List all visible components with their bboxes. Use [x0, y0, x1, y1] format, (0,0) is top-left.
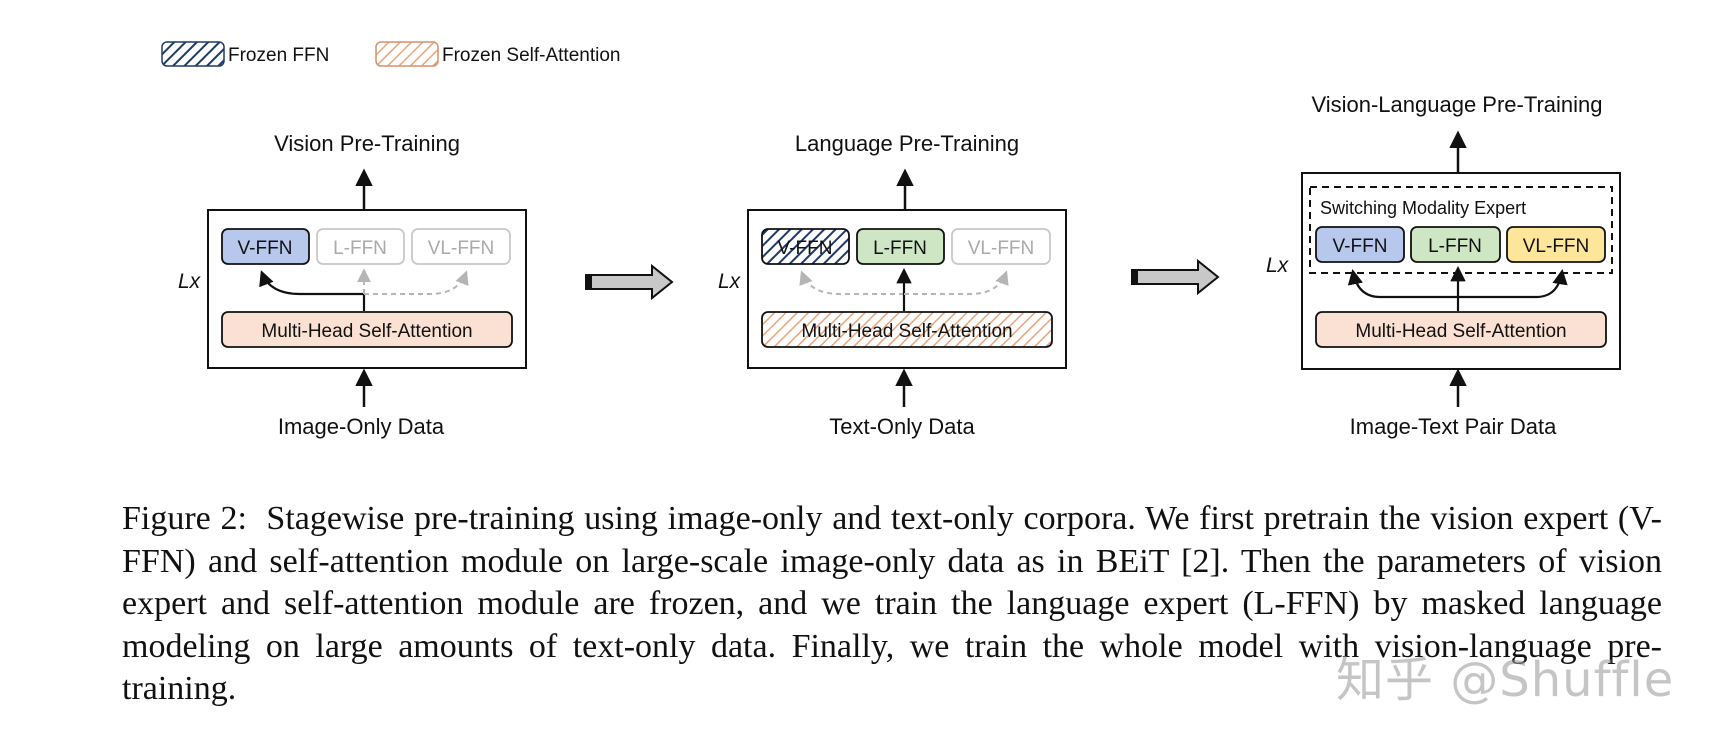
l-ffn-label: L-FFN	[873, 238, 927, 259]
vl-ffn-expert	[411, 228, 511, 265]
l-ffn-label: L-FFN	[1428, 236, 1482, 257]
layer-repeat-label: Lx	[1266, 254, 1290, 277]
route-arrow-vl-ffn	[904, 270, 1009, 295]
v-ffn-expert	[221, 228, 310, 265]
legend-attn-label: Frozen Self-Attention	[442, 45, 620, 66]
l-ffn-expert	[1410, 226, 1501, 263]
self-attention-block	[1315, 311, 1607, 348]
self-attention-block	[221, 311, 513, 348]
self-attention-label: Multi-Head Self-Attention	[1355, 321, 1566, 342]
caption-text: Stagewise pre-training using image-only …	[122, 500, 1662, 707]
route-arrow-v-ffn	[799, 270, 904, 295]
vl-ffn-label: VL-FFN	[968, 238, 1035, 259]
v-ffn-label: V-FFN	[238, 238, 293, 259]
self-attention-label: Multi-Head Self-Attention	[261, 321, 472, 342]
vl-ffn-label: VL-FFN	[1523, 236, 1590, 257]
panel-title: Vision Pre-Training	[274, 131, 460, 156]
l-ffn-expert	[856, 228, 945, 265]
input-label: Image-Only Data	[278, 414, 445, 439]
vl-ffn-expert	[1506, 226, 1606, 263]
vl-ffn-label: VL-FFN	[428, 238, 495, 259]
route-arrow-vl-ffn	[364, 270, 469, 295]
l-ffn-expert	[316, 228, 405, 265]
switching-modality-expert-group	[1309, 186, 1613, 274]
self-attention-block-frozen	[761, 311, 1053, 348]
legend-attn-swatch	[375, 41, 439, 67]
v-ffn-expert	[1315, 226, 1405, 263]
legend-ffn-label: Frozen FFN	[228, 45, 329, 66]
v-ffn-expert-frozen	[761, 228, 850, 265]
figure-caption: Figure 2: Stagewise pre-training using i…	[122, 498, 1662, 711]
panel-vision-pretraining: Vision Pre-Training Lx V-FFN L-FFN VL-FF…	[178, 131, 527, 439]
route-arrow-v-ffn	[259, 270, 364, 296]
route-arrow-vl-ffn	[1458, 268, 1568, 299]
route-arrow-v-ffn	[1347, 268, 1458, 299]
watermark: 知乎 @Shuffle	[1336, 652, 1675, 708]
stage-transition-arrow	[585, 263, 674, 301]
input-label: Image-Text Pair Data	[1350, 414, 1557, 439]
v-ffn-label: V-FFN	[778, 238, 833, 259]
stage-transition-arrow	[1131, 258, 1220, 296]
self-attention-label: Multi-Head Self-Attention	[801, 321, 1012, 342]
figure-label: Figure 2:	[122, 500, 247, 537]
legend: Frozen FFN Frozen Self-Attention	[161, 41, 620, 67]
panel-title: Language Pre-Training	[795, 131, 1019, 156]
legend-ffn-swatch	[161, 41, 225, 67]
expert-group-label: Switching Modality Expert	[1320, 198, 1526, 218]
layer-repeat-label: Lx	[718, 270, 742, 293]
v-ffn-label: V-FFN	[1333, 236, 1388, 257]
panel-vision-language-pretraining: Vision-Language Pre-Training Lx Switchin…	[1266, 92, 1621, 439]
panel-language-pretraining: Language Pre-Training Lx V-FFN L-FFN VL-…	[718, 131, 1067, 439]
layer-repeat-label: Lx	[178, 270, 202, 293]
panel-title: Vision-Language Pre-Training	[1311, 92, 1602, 117]
vl-ffn-expert	[951, 228, 1051, 265]
l-ffn-label: L-FFN	[333, 238, 387, 259]
input-label: Text-Only Data	[829, 414, 975, 439]
